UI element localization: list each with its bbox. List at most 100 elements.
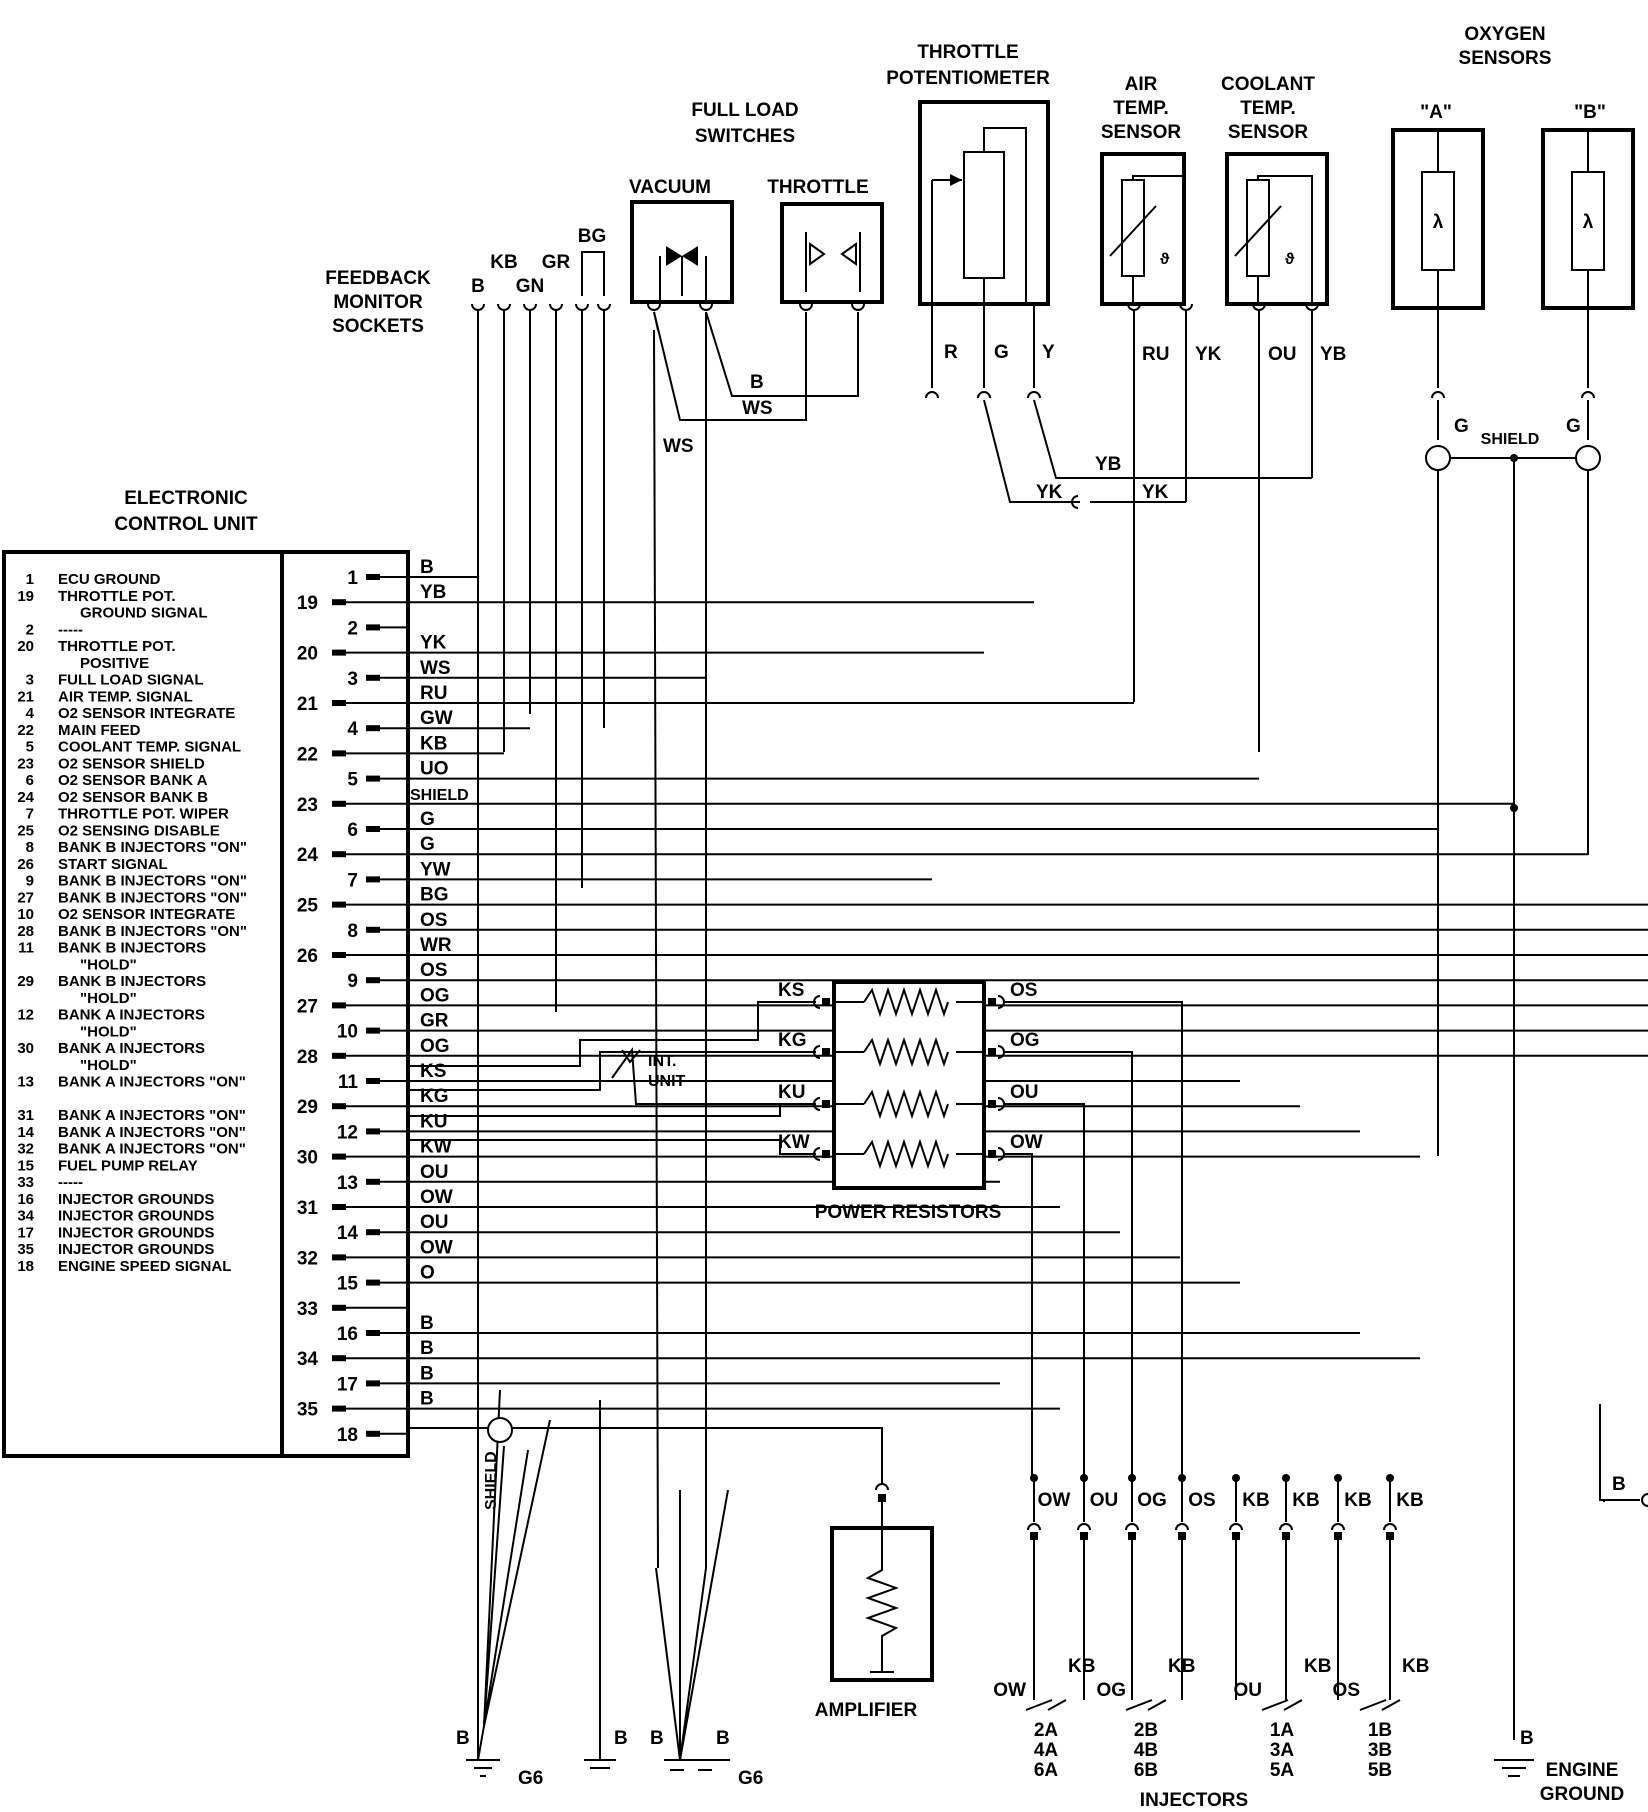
injector-coil <box>1125 1699 1153 1711</box>
pin-number: 21 <box>297 694 319 715</box>
feedback-monitor-sockets-title: FEEDBACK MONITOR SOCKETS <box>325 268 431 337</box>
legend-pin-description: INJECTOR GROUNDS <box>58 1208 214 1225</box>
injector-group-wire: OW <box>993 1680 1026 1701</box>
injector-connector <box>1229 1523 1243 1531</box>
pin-terminal <box>366 1229 380 1236</box>
legend-pin-number: 25 <box>17 822 34 839</box>
svg-text:SWITCHES: SWITCHES <box>695 126 795 147</box>
legend-pin-number: 19 <box>17 588 34 605</box>
injector-cylinder: 2B <box>1134 1720 1158 1741</box>
injector-coil <box>1283 1699 1303 1711</box>
air-temp-sensor-title: AIR TEMP. SENSOR <box>1101 74 1182 143</box>
legend-pin-description: BANK A INJECTORS "ON" <box>58 1141 246 1158</box>
injector-group-wire: OU <box>1234 1680 1263 1701</box>
throttle-switch <box>780 202 884 304</box>
pin-terminal <box>366 826 380 832</box>
pin-wire-color: OS <box>420 910 447 931</box>
pin-number: 6 <box>347 820 358 841</box>
feedback-sockets: B KB GN GR BG <box>471 226 611 311</box>
legend-pin-description: ----- <box>58 1174 83 1191</box>
svg-text:KB: KB <box>490 252 517 273</box>
injector-terminal <box>1178 1532 1186 1540</box>
injector-coil <box>1047 1699 1067 1711</box>
legend-pin-number: 14 <box>17 1124 34 1141</box>
svg-text:OG: OG <box>1010 1030 1040 1051</box>
pin-wire-color: GW <box>420 708 453 729</box>
pin-number: 8 <box>347 921 358 942</box>
speed-shield: SHIELD <box>483 1417 513 1510</box>
pin-wire-color: OU <box>420 1212 449 1233</box>
svg-text:OS: OS <box>1010 980 1037 1001</box>
svg-text:ELECTRONIC: ELECTRONIC <box>124 488 248 509</box>
legend-pin-number: 22 <box>17 722 34 739</box>
legend-pin-number: 35 <box>17 1241 34 1258</box>
pin-terminal <box>332 599 346 606</box>
pin-terminal <box>332 1254 346 1261</box>
pin-terminal <box>366 1430 380 1437</box>
pin-number: 12 <box>337 1122 358 1143</box>
legend-pin-description: BANK A INJECTORS "ON" <box>58 1124 246 1141</box>
pin-wire-color: YK <box>420 633 447 654</box>
amplifier: AMPLIFIER <box>408 1427 934 1721</box>
pin-number: 2 <box>347 618 358 639</box>
injector-terminal <box>1334 1532 1342 1540</box>
legend-pin-description: BANK B INJECTORS <box>58 973 206 990</box>
legend-pin-description: BANK A INJECTORS <box>58 1007 205 1024</box>
injector-cylinder: 2A <box>1034 1720 1059 1741</box>
legend-pin-description: BANK A INJECTORS "ON" <box>58 1107 246 1124</box>
amplifier-title: AMPLIFIER <box>815 1700 918 1721</box>
legend-pin-description: "HOLD" <box>80 990 137 1007</box>
svg-text:TEMP.: TEMP. <box>1240 98 1296 119</box>
pin-wire-color: WS <box>420 658 451 679</box>
pin-number: 10 <box>337 1022 358 1043</box>
svg-text:ENGINE: ENGINE <box>1546 1760 1619 1781</box>
throttle-potentiometer <box>918 100 1050 306</box>
injector-cylinder: 3B <box>1368 1740 1392 1761</box>
injector-connector-label: KB <box>1242 1490 1269 1511</box>
pin-number: 25 <box>297 896 319 917</box>
pin-wire-color: KB <box>420 733 447 754</box>
legend-pin-description: O2 SENSOR BANK A <box>58 772 208 789</box>
svg-text:MONITOR: MONITOR <box>333 292 423 313</box>
pin-terminal <box>366 977 380 984</box>
svg-text:SENSOR: SENSOR <box>1101 122 1182 143</box>
injector-connector <box>1383 1523 1397 1531</box>
pin-wire-color: B <box>420 1338 434 1359</box>
injector-coil <box>1025 1699 1053 1711</box>
legend-pin-number: 12 <box>17 1007 34 1024</box>
injector-cylinder: 5B <box>1368 1760 1392 1781</box>
pin-terminal <box>332 1103 346 1110</box>
legend-pin-description: O2 SENSOR BANK B <box>58 789 208 806</box>
pin-terminal <box>366 1279 380 1286</box>
injector-connector-label: OG <box>1137 1490 1167 1511</box>
injector-coil <box>1359 1699 1387 1711</box>
pin-number: 31 <box>297 1198 319 1219</box>
legend-pin-number: 13 <box>17 1074 34 1091</box>
legend-pin-description: O2 SENSING DISABLE <box>58 822 220 839</box>
legend-pin-description: FULL LOAD SIGNAL <box>58 672 204 689</box>
svg-text:CONTROL UNIT: CONTROL UNIT <box>114 514 258 535</box>
injector-cylinder: 6B <box>1134 1760 1158 1781</box>
vacuum-label: VACUUM <box>629 177 711 198</box>
pin-number: 9 <box>347 971 358 992</box>
svg-text:ϑ: ϑ <box>1285 251 1295 268</box>
legend-pin-description: AIR TEMP. SIGNAL <box>58 688 193 705</box>
injector-group-ground: KB <box>1168 1656 1195 1677</box>
pin-number: 13 <box>337 1173 358 1194</box>
legend-pin-description: ----- <box>58 621 83 638</box>
pin-number: 14 <box>337 1223 359 1244</box>
pin-terminal <box>332 1405 346 1412</box>
svg-text:B: B <box>456 1728 470 1749</box>
pin-wire-color: WR <box>420 935 452 956</box>
injector-group-ground: KB <box>1304 1656 1331 1677</box>
pin-terminal <box>332 700 346 706</box>
legend-pin-description: "HOLD" <box>80 1057 137 1074</box>
svg-text:OU: OU <box>1268 344 1297 365</box>
injector-group-ground: KB <box>1068 1656 1095 1677</box>
o2-b-wire-label: G <box>1566 416 1581 437</box>
ground-g6-left: B G6 <box>456 1389 551 1789</box>
svg-text:R: R <box>944 342 958 363</box>
air-temp-sensor: ϑ <box>1100 152 1186 306</box>
